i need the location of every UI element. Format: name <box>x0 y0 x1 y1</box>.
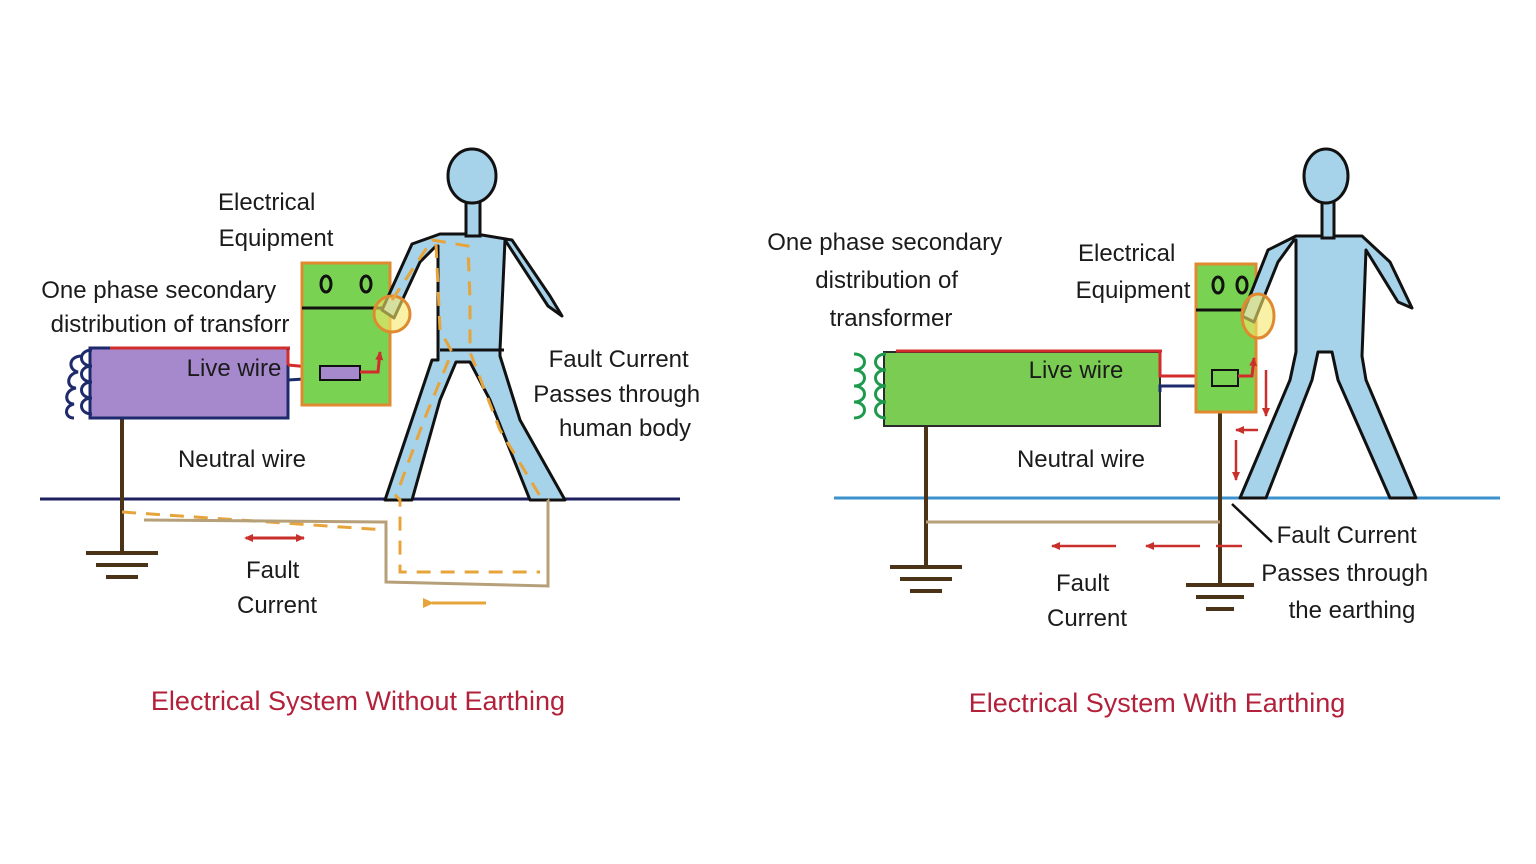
right-live-wire-label: Live wire <box>1029 357 1124 384</box>
right-neutral-wire-label: Neutral wire <box>1017 446 1145 473</box>
left-transformer-earth <box>86 418 158 579</box>
left-return-path <box>143 500 550 588</box>
right-caption: Electrical System With Earthing <box>969 688 1346 718</box>
right-equipment-earth <box>1186 412 1254 611</box>
right-equipment-label: Electrical Equipment <box>1076 240 1191 304</box>
left-person-head <box>446 147 498 205</box>
left-transformer-label: One phase secondary distribution of tran… <box>41 277 289 338</box>
left-socket-hole-icon <box>319 274 333 294</box>
left-live-wire-label: Live wire <box>187 355 282 382</box>
left-caption: Electrical System Without Earthing <box>151 686 565 716</box>
right-fault-arrows <box>1051 370 1270 550</box>
right-person-figure <box>1238 147 1418 500</box>
right-person-head <box>1302 147 1350 205</box>
left-neutral-wire-label: Neutral wire <box>178 446 306 473</box>
right-socket-hole-icon <box>1235 275 1249 295</box>
right-contact-highlight <box>1240 292 1276 340</box>
right-transformer-label: One phase secondary distribution of tran… <box>767 229 1009 332</box>
left-equipment-label: Electrical Equipment <box>218 189 334 252</box>
left-socket-hole-icon <box>359 274 373 294</box>
right-socket-hole-icon <box>1211 275 1225 295</box>
left-fault-current-label: Fault Current <box>237 557 317 619</box>
left-fault-component <box>319 365 361 381</box>
right-fault-current-label: Fault Current <box>1047 570 1127 632</box>
left-transformer-body <box>88 346 290 420</box>
right-panel-with-earthing: One phase secondary distribution of tran… <box>767 147 1500 718</box>
right-transformer-earth <box>890 426 962 593</box>
left-contact-highlight <box>372 294 412 334</box>
right-transformer-coil-icon <box>874 352 887 420</box>
right-fault-earth-label: Fault Current Passes through the earthin… <box>1261 522 1434 624</box>
left-transformer <box>65 346 290 420</box>
left-fault-body-label: Fault Current Passes through human body <box>533 346 706 442</box>
left-electrical-equipment <box>300 261 392 407</box>
left-person-figure <box>380 147 567 502</box>
right-electrical-equipment <box>1194 262 1258 414</box>
right-earth-pointer <box>1231 503 1273 543</box>
right-fault-component <box>1211 369 1239 387</box>
left-transformer-coil-icon <box>80 348 93 416</box>
left-panel-without-earthing: Electrical Equipment One phase secondary… <box>40 147 706 716</box>
